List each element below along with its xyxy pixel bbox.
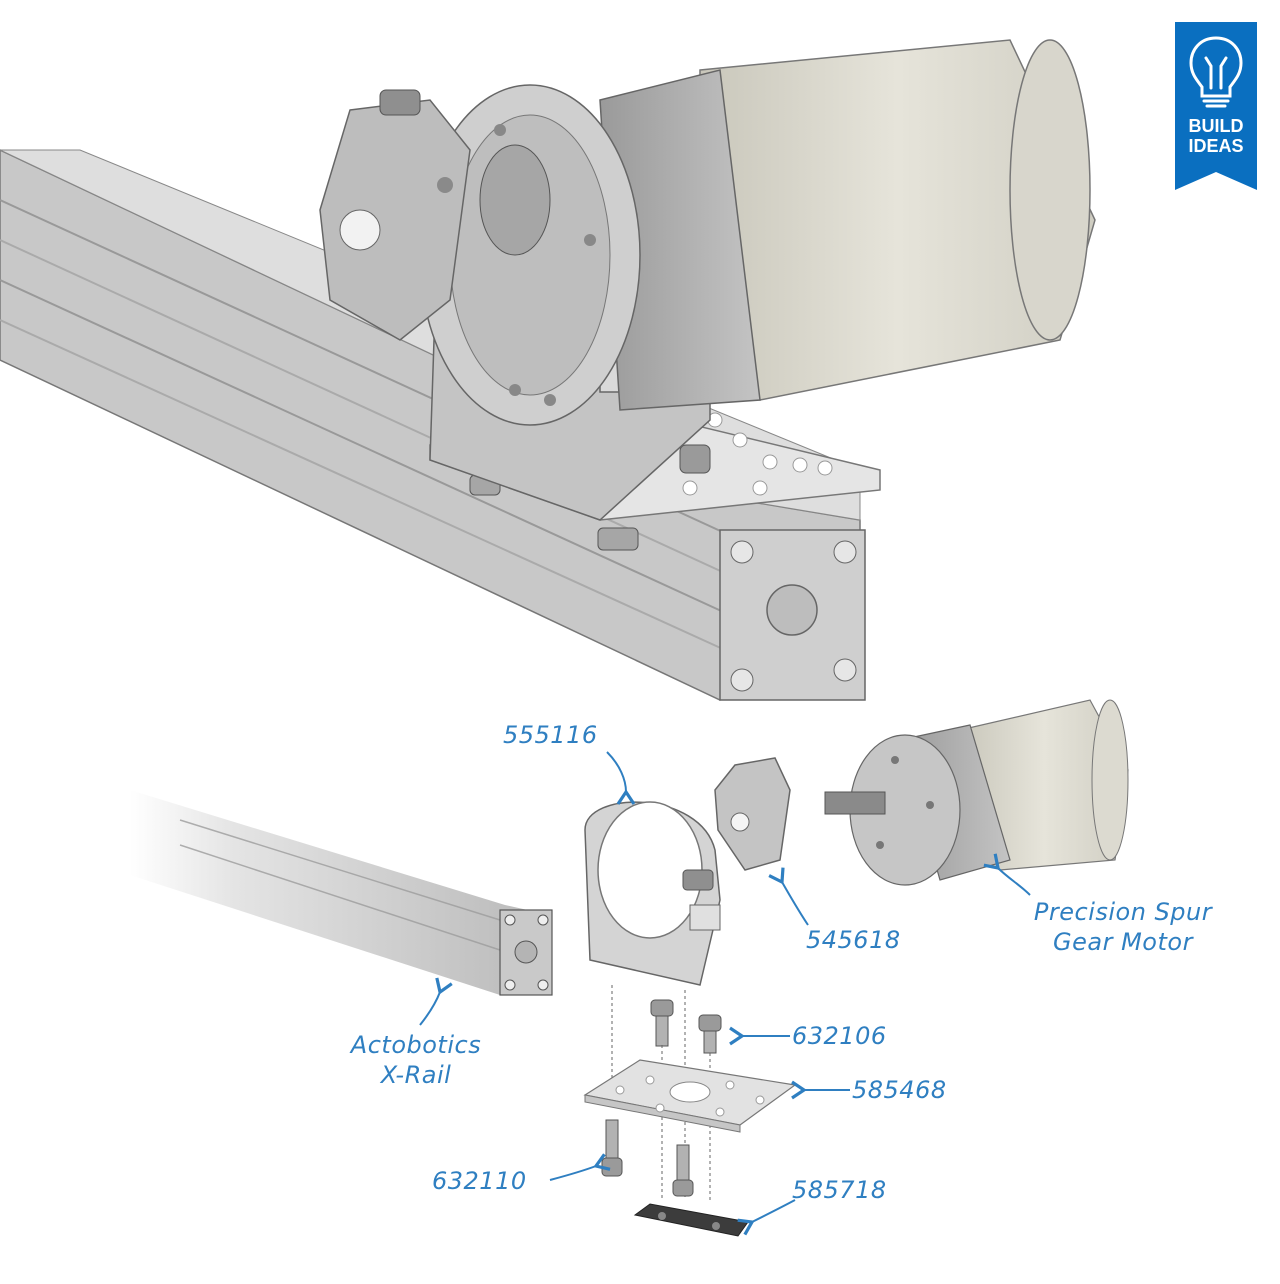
motor-clamp-part bbox=[584, 801, 721, 986]
label-585468: 585468 bbox=[852, 1076, 947, 1104]
x-rail-part bbox=[130, 790, 553, 996]
build-ideas-line2: IDEAS bbox=[1188, 136, 1244, 156]
label-632106: 632106 bbox=[792, 1022, 887, 1050]
assembled-view bbox=[0, 39, 1096, 701]
clamping-hub-assembled bbox=[319, 89, 471, 341]
label-632110: 632110 bbox=[432, 1167, 527, 1195]
label-585718: 585718 bbox=[792, 1176, 887, 1204]
clamping-hub-part bbox=[714, 757, 791, 871]
callout-arrows bbox=[419, 751, 1031, 1236]
label-x-rail-line1: Actobotics bbox=[350, 1031, 482, 1059]
screws-632110 bbox=[601, 1119, 694, 1197]
build-ideas-badge bbox=[1175, 22, 1257, 190]
label-x-rail-line2: X-Rail bbox=[380, 1061, 452, 1089]
arrow-555116 bbox=[606, 751, 636, 805]
build-ideas-line1: BUILD bbox=[1188, 116, 1244, 136]
label-gear-motor: Precision Spur Gear Motor bbox=[1030, 897, 1216, 957]
label-545618: 545618 bbox=[806, 926, 901, 954]
exploded-view bbox=[130, 699, 1129, 1237]
arrow-rail bbox=[419, 977, 453, 1026]
label-gear-motor-line2: Gear Motor bbox=[1053, 928, 1193, 956]
gear-motor-assembled bbox=[419, 39, 1096, 426]
label-gear-motor-line1: Precision Spur bbox=[1033, 898, 1213, 926]
lightbulb-wrench-icon bbox=[1189, 36, 1243, 108]
build-ideas-label: BUILD IDEAS bbox=[1175, 116, 1257, 156]
x-rail-end-profile bbox=[719, 529, 866, 701]
gear-motor-part bbox=[824, 699, 1129, 886]
t-nut-part bbox=[633, 1203, 749, 1237]
arrow-motor bbox=[983, 853, 1031, 896]
arrow-585718 bbox=[737, 1199, 796, 1236]
label-x-rail: Actobotics X-Rail bbox=[346, 1030, 486, 1090]
arrow-632110 bbox=[549, 1153, 611, 1181]
label-555116: 555116 bbox=[503, 721, 598, 749]
arrow-545618 bbox=[768, 867, 809, 926]
pattern-plate-part bbox=[583, 1059, 797, 1133]
